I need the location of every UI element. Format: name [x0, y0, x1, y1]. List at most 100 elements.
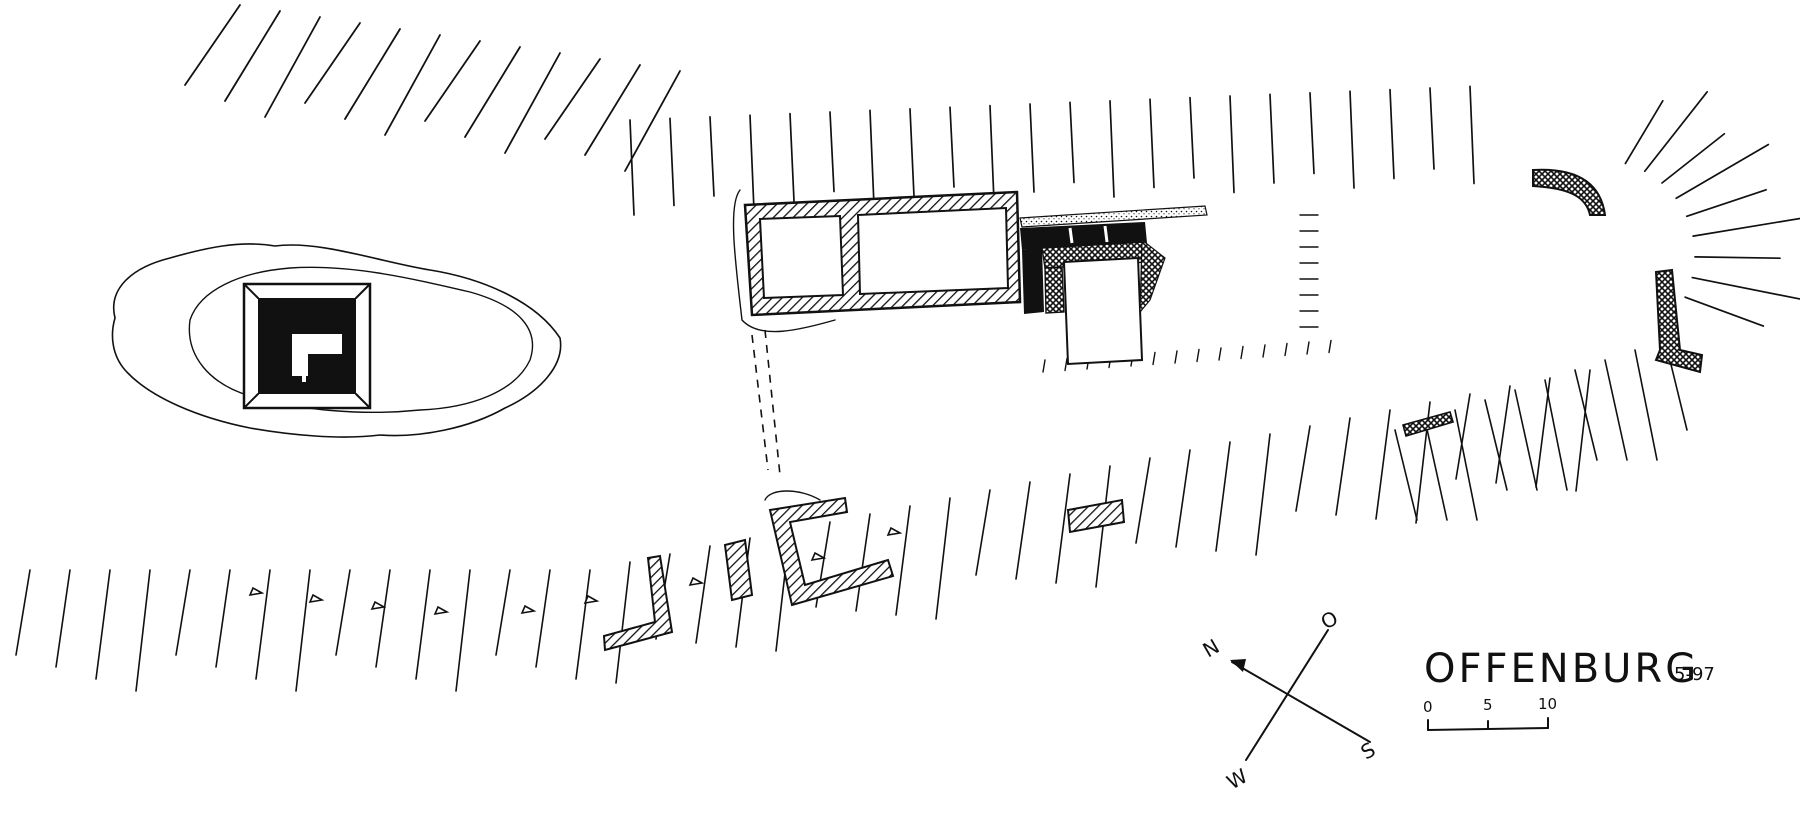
- hachure-stroke: [1349, 90, 1355, 189]
- slope-hachures: [15, 4, 1800, 692]
- scale-tick-5: 5: [1483, 696, 1493, 714]
- hachure-stroke: [1469, 85, 1475, 185]
- hachure-stroke: [1624, 99, 1664, 165]
- hachure-stroke: [869, 109, 875, 207]
- hachure-stroke: [1069, 101, 1075, 184]
- hachure-stroke: [1109, 99, 1115, 198]
- hachure-stroke: [344, 28, 401, 120]
- hachure-stroke: [304, 22, 361, 104]
- hachure-stroke: [504, 52, 561, 154]
- hachure-stroke: [1691, 276, 1800, 300]
- hachure-stroke: [1604, 359, 1628, 461]
- plan-title: OFFENBURG: [1424, 646, 1699, 692]
- hachure-stroke: [544, 58, 601, 140]
- hachure-stroke: [1634, 349, 1658, 461]
- hachure-stroke: [1692, 217, 1800, 237]
- compass-south-label: S: [1357, 737, 1380, 764]
- hachure-stroke: [1284, 342, 1288, 357]
- hachure-stroke: [1149, 98, 1155, 189]
- hachure-stroke: [1675, 143, 1770, 200]
- hachure-stroke: [989, 104, 995, 203]
- hachure-stroke: [1694, 256, 1781, 260]
- compass-west-label: W: [1223, 764, 1252, 795]
- hachure-stroke: [375, 569, 391, 668]
- hachure-stroke: [15, 569, 31, 656]
- hachure-stroke: [1375, 409, 1391, 520]
- hachure-stroke: [1295, 425, 1311, 512]
- scale-bar: 0 5 10: [1423, 695, 1557, 731]
- marker-triangle: [370, 600, 387, 611]
- hachure-stroke: [295, 569, 311, 692]
- hachure-stroke: [424, 40, 481, 122]
- keep-mound-rubble: [111, 243, 562, 438]
- hachure-stroke: [415, 569, 431, 680]
- hachure-stroke: [669, 117, 675, 207]
- scale-tick-10: 10: [1538, 695, 1557, 713]
- hachure-stroke: [789, 112, 795, 202]
- hachure-stroke: [1175, 449, 1191, 548]
- hachure-stroke: [1394, 429, 1418, 521]
- hachure-stroke: [1015, 481, 1031, 580]
- hachure-stroke: [224, 10, 281, 102]
- marker-triangle: [433, 605, 450, 616]
- hachure-stroke: [1429, 87, 1435, 170]
- hachure-stroke: [1454, 409, 1478, 521]
- wall-markers: [248, 526, 903, 616]
- hachure-stroke: [535, 569, 551, 668]
- marker-triangle: [248, 586, 265, 597]
- hachure-stroke: [1229, 95, 1235, 194]
- east-wall-remnants: [1532, 168, 1704, 374]
- hachure-stroke: [829, 111, 835, 193]
- hachure-stroke: [1544, 379, 1568, 491]
- hachure-stroke: [175, 569, 191, 656]
- hachure-stroke: [1215, 441, 1231, 552]
- hachure-stroke: [949, 106, 955, 188]
- plan-date: 5-97: [1674, 664, 1715, 685]
- palas-building: [732, 189, 1022, 333]
- hachure-stroke: [495, 569, 511, 656]
- hachure-stroke: [855, 513, 871, 612]
- compass-rose: N O S W: [1199, 606, 1380, 795]
- hachure-stroke: [1174, 350, 1178, 364]
- hachure-stroke: [95, 569, 111, 680]
- hachure-stroke: [749, 114, 755, 212]
- marker-triangle: [583, 594, 600, 605]
- hachure-stroke: [264, 16, 321, 118]
- hachure-stroke: [1055, 473, 1071, 584]
- hachure-stroke: [1455, 393, 1471, 480]
- hachure-stroke: [1389, 88, 1395, 180]
- hachure-stroke: [695, 545, 711, 644]
- hachure-stroke: [1514, 389, 1538, 491]
- marker-triangle: [688, 576, 705, 587]
- hachure-stroke: [464, 46, 521, 138]
- keep-tower: [242, 282, 372, 410]
- hachure-stroke: [1575, 369, 1591, 492]
- hachure-stroke: [1262, 344, 1266, 358]
- compass-north-label: N: [1199, 634, 1224, 662]
- marker-triangle: [520, 604, 537, 615]
- hachure-stroke: [1574, 369, 1598, 461]
- hachure-stroke: [1269, 93, 1275, 184]
- compass-east-label: O: [1317, 606, 1343, 635]
- hachure-stroke: [1309, 91, 1315, 175]
- hachure-stroke: [1495, 385, 1511, 484]
- hachure-stroke: [1306, 341, 1310, 355]
- hachure-stroke: [1152, 351, 1156, 366]
- marker-triangle: [886, 526, 903, 537]
- hachure-stroke: [1685, 188, 1767, 218]
- hachure-stroke: [1661, 132, 1726, 184]
- marker-triangle: [810, 551, 827, 562]
- hachure-stroke: [1240, 345, 1244, 360]
- hachure-stroke: [1643, 90, 1709, 173]
- hachure-stroke: [935, 497, 951, 620]
- hachure-stroke: [975, 489, 991, 576]
- hachure-stroke: [335, 569, 351, 656]
- hachure-stroke: [1484, 399, 1508, 491]
- annex-building: [1019, 205, 1208, 366]
- dashed-path: [751, 329, 781, 476]
- hachure-stroke: [1328, 339, 1332, 354]
- hachure-stroke: [384, 34, 441, 136]
- hachure-stroke: [255, 569, 271, 680]
- hachure-stroke: [909, 107, 915, 198]
